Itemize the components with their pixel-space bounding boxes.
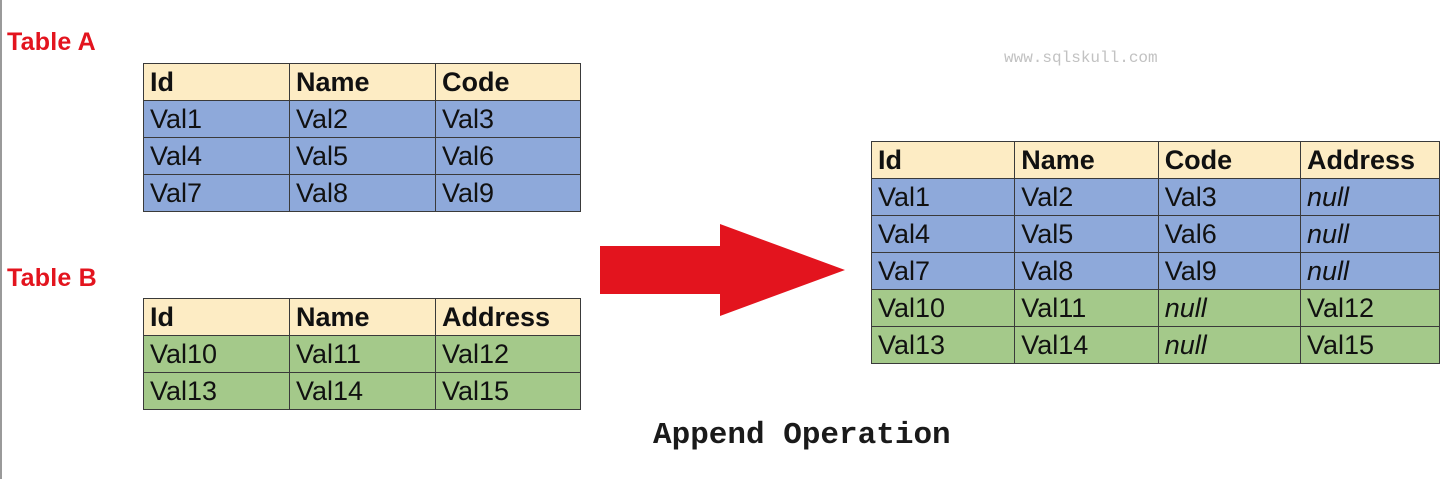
column-header: Id [143, 298, 290, 336]
table-cell: Val3 [1157, 178, 1301, 216]
caption: Append Operation [653, 418, 951, 453]
table-cell: Val11 [1014, 289, 1159, 327]
null-cell: null [1299, 178, 1440, 216]
table-cell: Val2 [289, 100, 436, 138]
table-cell: Val10 [870, 289, 1016, 327]
column-header: Code [435, 63, 581, 101]
column-header: Address [1299, 141, 1440, 179]
null-cell: null [1157, 289, 1301, 327]
table-cell: Val9 [435, 174, 581, 212]
left-border [0, 0, 2, 479]
column-header: Address [435, 298, 581, 336]
table-cell: Val2 [1014, 178, 1159, 216]
column-header: Name [289, 298, 436, 336]
table-cell: Val13 [143, 372, 290, 410]
column-header: Code [1157, 141, 1301, 179]
null-cell: null [1157, 326, 1301, 364]
table-cell: Val8 [289, 174, 436, 212]
table-cell: Val1 [870, 178, 1016, 216]
table-cell: Val3 [435, 100, 581, 138]
table-cell: Val5 [1014, 215, 1159, 253]
table-cell: Val10 [143, 335, 290, 373]
table-b-label: Table B [7, 264, 97, 292]
table-cell: Val15 [1299, 326, 1440, 364]
table-a-label: Table A [7, 28, 96, 56]
table-cell: Val12 [1299, 289, 1440, 327]
table-cell: Val9 [1157, 252, 1301, 290]
column-header: Id [870, 141, 1016, 179]
column-header: Name [289, 63, 436, 101]
table-cell: Val1 [143, 100, 290, 138]
table-cell: Val5 [289, 137, 436, 175]
table-cell: Val12 [435, 335, 581, 373]
table-cell: Val6 [1157, 215, 1301, 253]
arrow-right-icon [600, 224, 845, 316]
table-cell: Val13 [870, 326, 1016, 364]
table-cell: Val14 [289, 372, 436, 410]
table-cell: Val11 [289, 335, 436, 373]
column-header: Id [143, 63, 290, 101]
table-cell: Val14 [1014, 326, 1159, 364]
table-cell: Val4 [870, 215, 1016, 253]
null-cell: null [1299, 252, 1440, 290]
table-cell: Val4 [143, 137, 290, 175]
table-cell: Val7 [143, 174, 290, 212]
column-header: Name [1014, 141, 1159, 179]
table-cell: Val8 [1014, 252, 1159, 290]
null-cell: null [1299, 215, 1440, 253]
table-cell: Val6 [435, 137, 581, 175]
table-cell: Val7 [870, 252, 1016, 290]
watermark: www.sqlskull.com [1004, 49, 1158, 67]
table-cell: Val15 [435, 372, 581, 410]
